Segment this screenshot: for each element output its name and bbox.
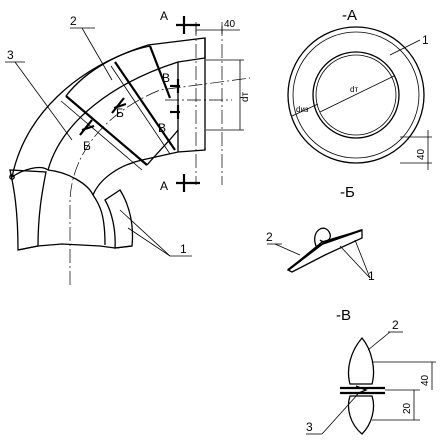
cut-b-arrow-lower bbox=[79, 119, 93, 136]
seam-lower bbox=[65, 95, 148, 166]
section-v-title: -В bbox=[336, 307, 351, 324]
ring-inner bbox=[312, 51, 400, 139]
elbow-outer-contour bbox=[11, 37, 206, 178]
section-v-callout-3: 3 bbox=[306, 420, 313, 434]
callout-3-leader bbox=[14, 61, 73, 141]
seam-lower-inner bbox=[60, 100, 143, 171]
dim-diz-ring-label: dиз bbox=[296, 105, 309, 114]
callout-2-leader bbox=[81, 27, 113, 81]
insulation-left bbox=[9, 169, 47, 251]
section-v-lower-lens bbox=[347, 395, 375, 435]
section-v-callout-2-leader bbox=[367, 331, 391, 351]
section-a-view: -А dт dиз 1 40 bbox=[287, 7, 432, 170]
section-v-callout-3-leader bbox=[321, 393, 359, 435]
insulation-right bbox=[104, 189, 134, 249]
section-v-joint bbox=[355, 385, 368, 395]
joint-circle bbox=[9, 174, 15, 180]
section-b-callout-1-leader-a bbox=[339, 245, 371, 279]
dim-v-20-label: 20 bbox=[402, 402, 413, 414]
callout-1-leader-a bbox=[119, 209, 171, 257]
dim-40-thickness-label: 40 bbox=[416, 148, 427, 160]
cut-a-label-bottom: А bbox=[160, 179, 168, 193]
seam-top bbox=[148, 45, 172, 99]
dim-dt-label: dт bbox=[240, 91, 251, 102]
elbow-lower-cut bbox=[11, 166, 49, 178]
elbow-inner-contour bbox=[92, 148, 206, 196]
section-a-callout: 1 bbox=[422, 33, 429, 47]
callout-3: 3 bbox=[7, 48, 14, 62]
cut-v-label-upper: В bbox=[162, 71, 170, 85]
segment-2-bottom bbox=[146, 129, 179, 166]
section-b-callout-1: 1 bbox=[368, 269, 375, 283]
dim-dt-ring-line bbox=[319, 75, 395, 113]
elbow-bottom-edge bbox=[17, 243, 133, 251]
section-b-view: -Б 2 1 bbox=[266, 184, 375, 283]
dim-40-label: 40 bbox=[224, 19, 236, 30]
cut-a-label-top: А bbox=[160, 9, 168, 23]
section-v-callout-2: 2 bbox=[392, 318, 399, 332]
callout-2: 2 bbox=[70, 14, 77, 28]
section-b-title: -Б bbox=[340, 184, 355, 201]
cut-b-label-upper: Б bbox=[116, 106, 124, 120]
cut-v-label-lower: В bbox=[158, 121, 166, 135]
dim-v-40-label: 40 bbox=[420, 374, 431, 386]
ring-outer bbox=[287, 26, 425, 164]
section-v-view: -В 2 3 40 20 bbox=[306, 307, 436, 435]
ring-outer-inner-edge bbox=[292, 31, 420, 159]
section-b-callout-2-leader bbox=[274, 243, 301, 256]
callout-1-leader-b bbox=[127, 227, 171, 257]
cut-b-arrow-upper bbox=[111, 97, 125, 114]
segment-2-top bbox=[65, 45, 151, 97]
section-a-callout-leader bbox=[389, 39, 421, 56]
dim-dt-ring-label: dт bbox=[350, 85, 358, 94]
section-b-seam-hook bbox=[314, 227, 331, 247]
elbow-centerline bbox=[69, 77, 251, 285]
seam-upper bbox=[114, 61, 176, 151]
elbow-lower-inner bbox=[47, 169, 106, 246]
elbow-view: А А 40 dт Б Б В В 2 3 bbox=[5, 9, 251, 285]
section-v-upper-lens bbox=[347, 336, 375, 385]
seam-upper-inner bbox=[110, 65, 171, 155]
section-a-title: -А bbox=[342, 7, 357, 24]
section-b-body bbox=[286, 229, 363, 273]
cut-b-label-lower: Б bbox=[83, 139, 91, 153]
ring-inner-edge bbox=[315, 54, 397, 136]
section-b-callout-2: 2 bbox=[266, 230, 273, 244]
callout-1: 1 bbox=[180, 242, 187, 256]
section-b-callout-1-leader-b bbox=[354, 239, 371, 279]
